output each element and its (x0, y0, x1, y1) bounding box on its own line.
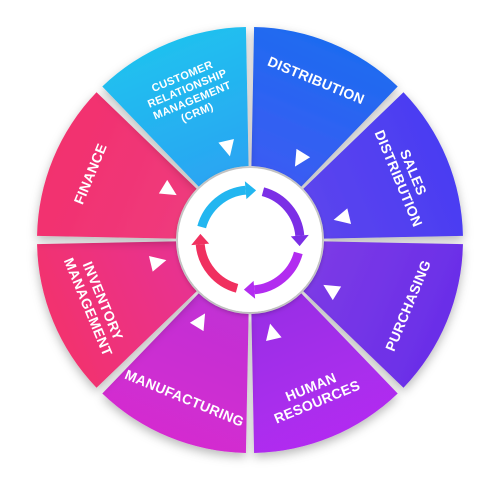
segment-finance (37, 92, 197, 239)
segment-manufacturing (102, 293, 249, 453)
arrows-layer (148, 138, 352, 342)
cycle-arc (261, 187, 305, 237)
arrow-manufacturing (189, 313, 206, 332)
cycle-arc (253, 251, 303, 295)
arrow-purchasing (323, 284, 342, 301)
arrow-inventory-management (148, 256, 167, 272)
arrow-finance (158, 179, 177, 196)
cycle-arrow-head (243, 280, 256, 299)
segment-distribution (251, 27, 398, 187)
segment-purchasing (303, 241, 463, 388)
cycle-arrow-head (191, 233, 210, 246)
arrow-human-resources (266, 323, 282, 342)
cycle-arc (197, 185, 247, 229)
cycle-arrow-head (244, 181, 257, 200)
segment-inventory-management (37, 241, 197, 388)
arrow-distribution (294, 148, 311, 167)
segments-layer (37, 27, 463, 453)
segment-human-resources (251, 293, 398, 453)
center-cycle-ring (178, 168, 322, 312)
arrow-sales-distribution (333, 208, 352, 224)
cycle-arrow-head (290, 234, 309, 247)
cycle-arc (195, 243, 239, 293)
segment-sales-distribution (303, 92, 463, 239)
segment-crm (102, 27, 249, 187)
arrow-crm (218, 138, 234, 157)
